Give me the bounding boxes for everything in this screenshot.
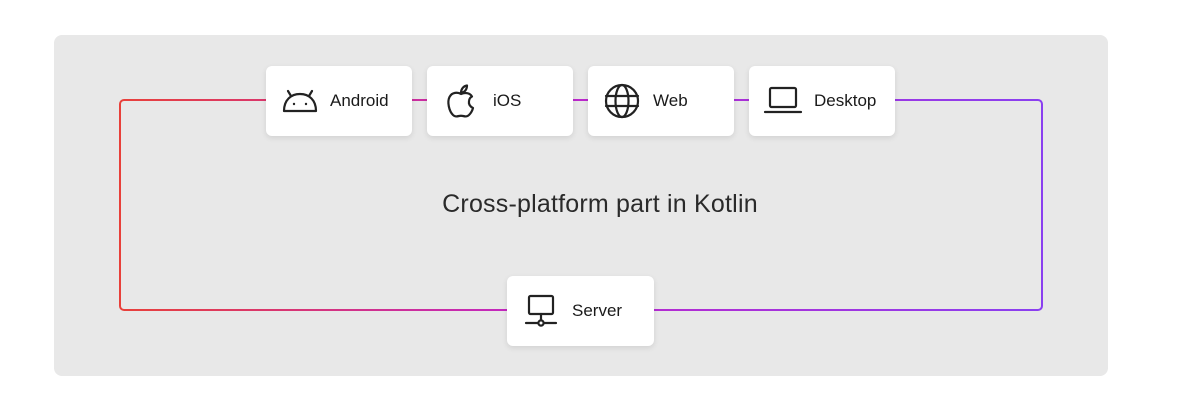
server-icon	[521, 291, 561, 331]
platform-label-desktop: Desktop	[814, 91, 877, 110]
diagram-center-label: Cross-platform part in Kotlin	[442, 190, 758, 218]
platform-card-desktop: Desktop	[749, 66, 895, 136]
platform-card-android: Android	[266, 66, 412, 136]
platform-label-server: Server	[572, 301, 623, 320]
apple-icon	[441, 81, 481, 121]
platform-card-ios: iOS	[427, 66, 573, 136]
platform-card-server: Server	[507, 276, 654, 346]
laptop-icon	[763, 81, 803, 121]
platform-label-web: Web	[653, 91, 688, 110]
platform-label-ios: iOS	[493, 91, 522, 110]
android-icon	[280, 81, 320, 121]
platform-label-android: Android	[330, 91, 389, 110]
platform-card-web: Web	[588, 66, 734, 136]
globe-icon	[602, 81, 642, 121]
